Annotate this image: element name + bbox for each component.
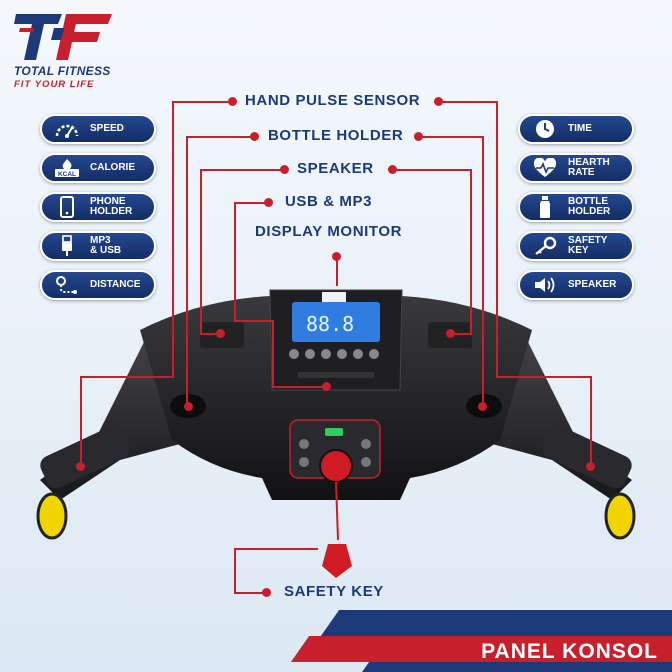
feature-label: BOTTLE HOLDER (568, 196, 611, 217)
usb-icon (52, 235, 82, 256)
feature-time: TIME (518, 114, 634, 144)
callout-line (470, 169, 472, 335)
speedometer-icon (52, 119, 82, 139)
callout-line (200, 333, 220, 335)
feature-bottle-holder: BOTTLE HOLDER (518, 192, 634, 222)
feature-label: TIME (568, 123, 592, 134)
callout-dot (322, 382, 331, 391)
feature-safety-key: SAFETY KEY (518, 231, 634, 261)
callout-dot (478, 402, 487, 411)
feature-label: SPEAKER (568, 279, 617, 290)
callout-line (482, 136, 484, 406)
feature-label: DISTANCE (90, 279, 141, 290)
callout-line (272, 320, 274, 388)
callout-line (186, 136, 188, 406)
bottle-icon (530, 196, 560, 218)
callout-line (496, 101, 498, 378)
callout-line (200, 169, 202, 335)
route-pin-icon (52, 275, 82, 295)
callout-line (172, 101, 174, 378)
callout-line (186, 136, 252, 138)
display-readout: 88.8 (306, 312, 354, 336)
callout-dot (280, 165, 289, 174)
feature-mp3-usb: MP3 & USB (40, 231, 156, 261)
callout-line (234, 548, 318, 550)
brand-tagline: FIT YOUR LIFE (14, 79, 95, 90)
callout-line (272, 386, 324, 388)
tf-logo-icon (14, 14, 112, 60)
callout-dot (250, 132, 259, 141)
callout-dot (228, 97, 237, 106)
callout-line (172, 101, 232, 103)
feature-label: HEARTH RATE (568, 157, 610, 178)
callout-safety-key: SAFETY KEY (284, 583, 384, 600)
key-icon (530, 236, 560, 256)
callout-line (450, 333, 472, 335)
callout-dot (586, 462, 595, 471)
callout-line (590, 376, 592, 466)
stripe-navy (320, 610, 672, 636)
brand-logo: TOTAL FITNESS FIT YOUR LIFE (14, 10, 124, 90)
feature-phone-holder: PHONE HOLDER (40, 192, 156, 222)
callout-dot (264, 198, 273, 207)
feature-speaker: SPEAKER (518, 270, 634, 300)
feature-calorie: KCAL CALORIE (40, 153, 156, 183)
callout-line (496, 376, 592, 378)
phone-icon (52, 196, 82, 218)
callout-dot (76, 462, 85, 471)
kcal-icon-text: KCAL (58, 171, 76, 178)
callout-line (234, 202, 266, 204)
feature-label: PHONE HOLDER (90, 196, 133, 217)
callout-line (392, 169, 472, 171)
callout-line (80, 376, 174, 378)
callout-dot (216, 329, 225, 338)
callout-dot (262, 588, 271, 597)
callout-speaker: SPEAKER (297, 160, 374, 177)
kcal-flame-icon: KCAL (52, 158, 82, 178)
callout-line (418, 136, 484, 138)
callout-line (234, 592, 264, 594)
feature-distance: DISTANCE (40, 270, 156, 300)
speaker-icon (530, 275, 560, 295)
callout-dot (184, 402, 193, 411)
feature-speed: SPEED (40, 114, 156, 144)
callout-line (234, 320, 274, 322)
callout-hand-pulse-sensor: HAND PULSE SENSOR (245, 92, 421, 109)
callout-dot (446, 329, 455, 338)
callout-line (200, 169, 282, 171)
brand-name: TOTAL FITNESS (14, 64, 111, 78)
feature-label: CALORIE (90, 162, 135, 173)
feature-heart-rate: HEARTH RATE (518, 153, 634, 183)
callout-line (80, 376, 82, 466)
footer-title: PANEL KONSOL (481, 640, 658, 663)
feature-label: SPEED (90, 123, 124, 134)
clock-icon (530, 119, 560, 139)
callout-display-monitor: DISPLAY MONITOR (255, 223, 403, 240)
callout-bottle-holder: BOTTLE HOLDER (268, 127, 404, 144)
callout-line (234, 202, 236, 322)
feature-label: MP3 & USB (90, 235, 122, 256)
callout-line (234, 548, 236, 594)
feature-label: SAFETY KEY (568, 235, 608, 256)
callout-line (336, 256, 338, 286)
callout-usb-mp3: USB & MP3 (285, 193, 373, 210)
heart-rate-icon (530, 158, 560, 178)
callout-line (438, 101, 498, 103)
